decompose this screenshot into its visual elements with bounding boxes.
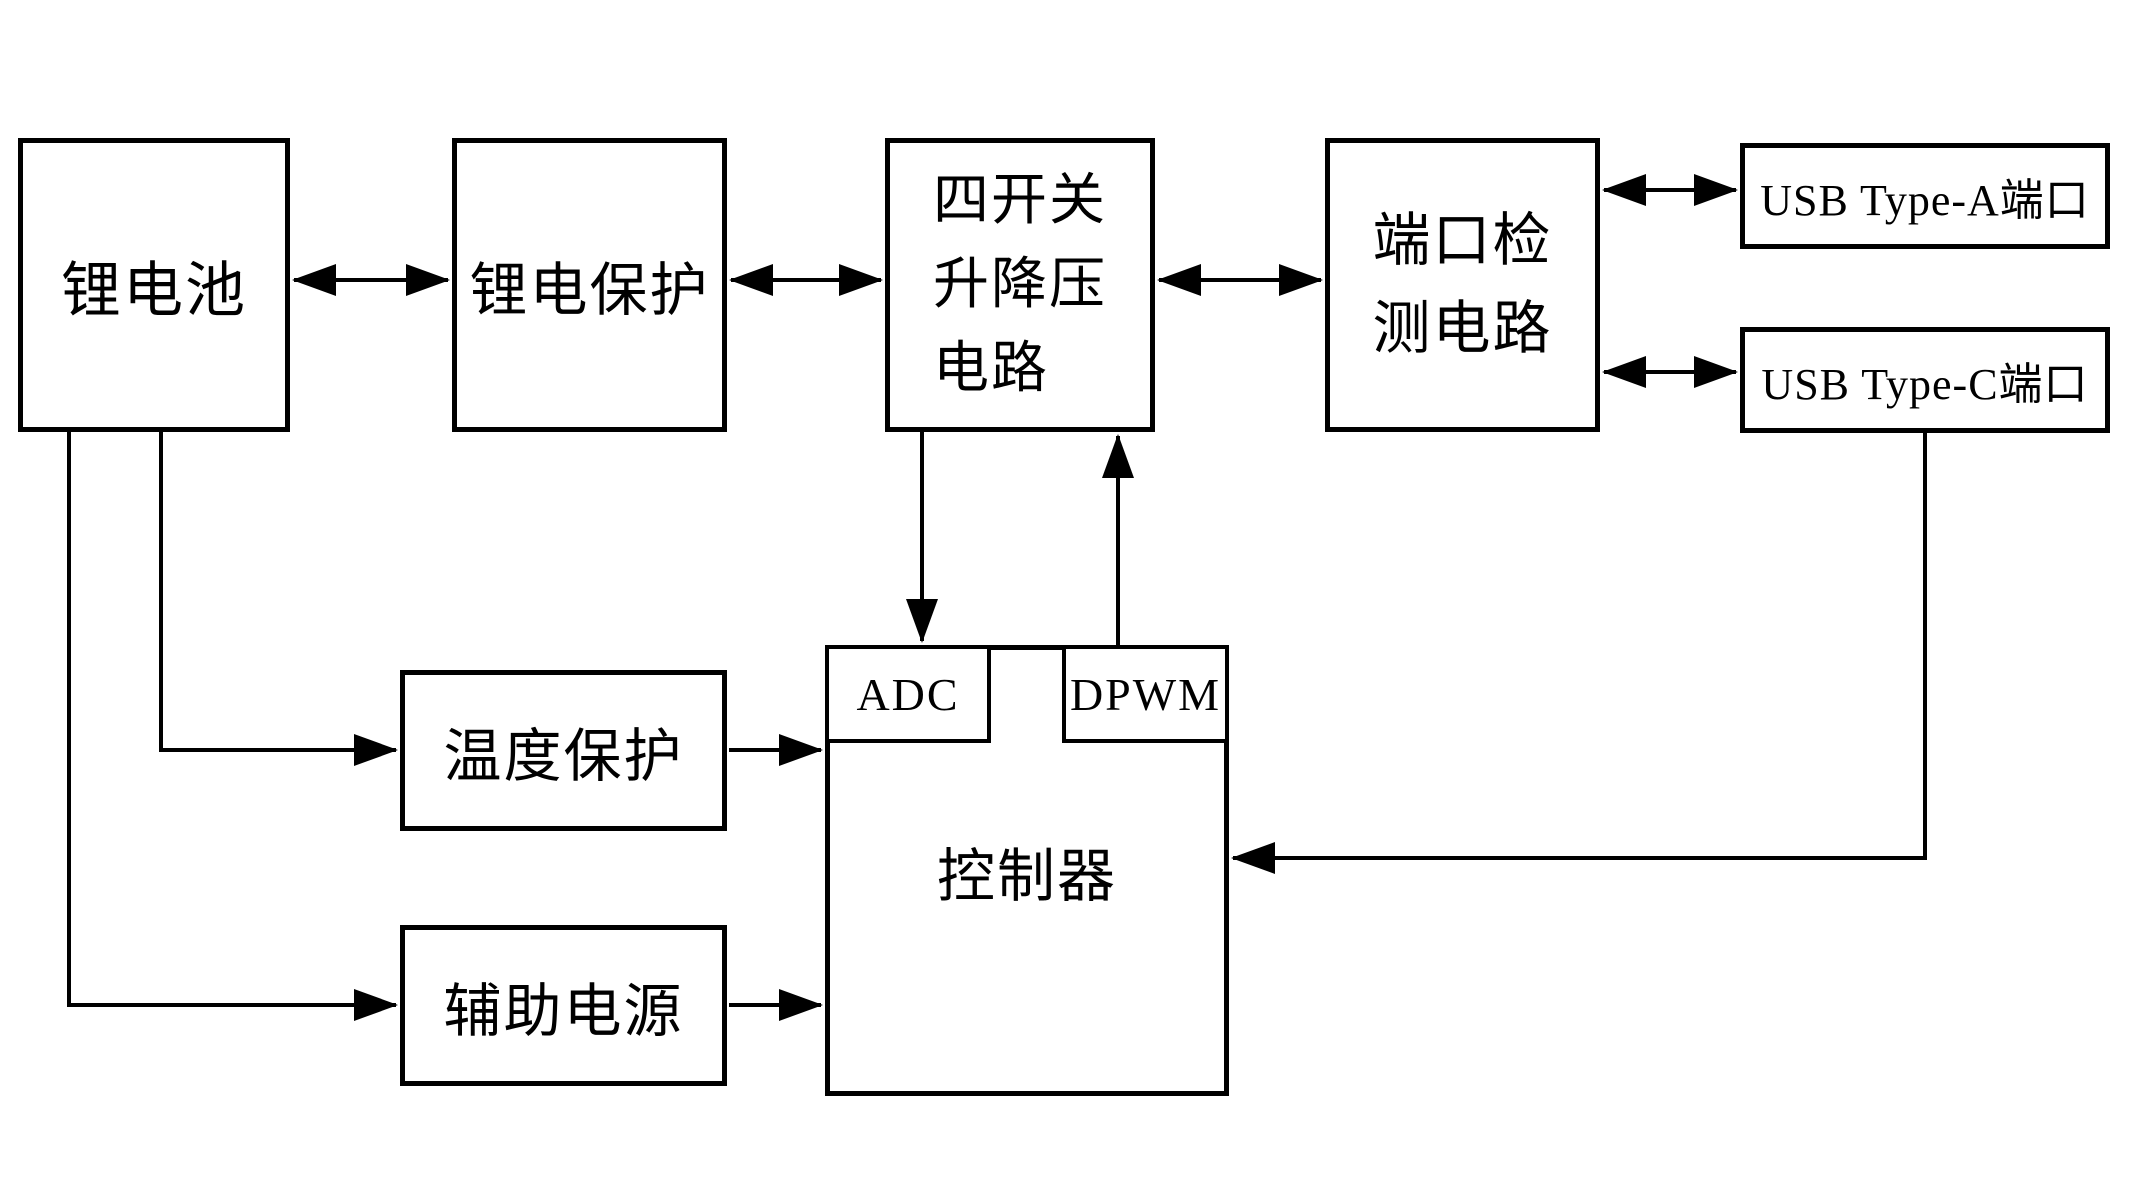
arrow-battery-tempprotect	[159, 430, 398, 766]
block-battery-protection: 锂电保护	[452, 138, 727, 432]
block-buck-boost-circuit-label: 四开关 升降压 电路	[933, 170, 1107, 400]
block-usb-type-c-port: USB Type-C端口	[1740, 327, 2110, 433]
block-port-detection: 端口检 测电路	[1325, 138, 1600, 432]
arrow-battery-auxpower	[67, 430, 398, 1021]
block-temperature-protection: 温度保护	[400, 670, 727, 831]
block-auxiliary-power-label: 辅助电源	[443, 978, 684, 1044]
arrow-usbc-controller	[1231, 431, 1927, 874]
block-adc-label: ADC	[856, 668, 960, 720]
block-usb-type-c-port-label: USB Type-C端口	[1761, 360, 2089, 409]
block-battery-label: 锂电池	[61, 257, 247, 324]
block-usb-type-a-port-label: USB Type-A端口	[1760, 176, 2090, 225]
block-auxiliary-power: 辅助电源	[400, 925, 727, 1086]
block-dpwm-label: DPWM	[1069, 668, 1222, 720]
block-usb-type-a-port: USB Type-A端口	[1740, 143, 2110, 249]
block-temperature-protection-label: 温度保护	[443, 723, 684, 789]
block-battery: 锂电池	[18, 138, 290, 432]
block-port-detection-label: 端口检 测电路	[1372, 208, 1553, 361]
block-controller-label: 控制器	[936, 843, 1117, 909]
block-dpwm: DPWM	[1062, 645, 1229, 743]
block-buck-boost-circuit: 四开关 升降压 电路	[885, 138, 1155, 432]
block-adc: ADC	[825, 645, 991, 743]
block-battery-protection-label: 锂电保护	[469, 258, 710, 323]
